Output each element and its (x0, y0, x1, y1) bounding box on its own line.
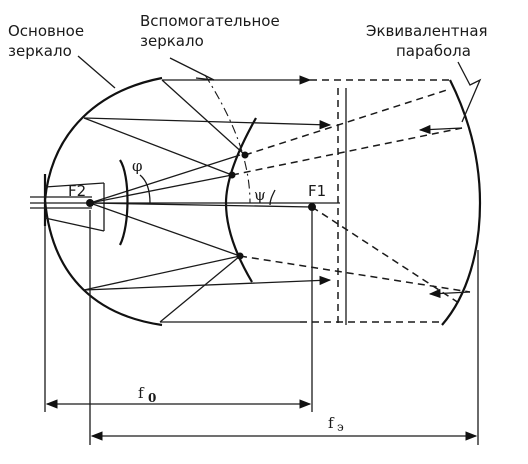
label-focus-f2: F2 (68, 182, 86, 200)
ray-ext-mid (231, 127, 463, 176)
aux-point-lower (236, 252, 244, 260)
aux-point-mid (228, 171, 236, 179)
label-f0-sub: 0 (148, 391, 156, 405)
label-equiv-parabola-1: Эквивалентная (366, 22, 488, 40)
parabola-arrow-bottom (428, 288, 471, 299)
label-angle-psi: ψ (254, 186, 266, 204)
leader-main-mirror (77, 55, 116, 89)
angle-phi-outer-arc (119, 159, 129, 246)
ray-aux-to-main-top (161, 79, 246, 156)
feed-horn-upper-edge (44, 182, 105, 188)
leader-aux-mirror (169, 57, 215, 81)
label-focus-f1: F1 (308, 182, 326, 200)
ray-aux-to-main-mid (83, 117, 233, 176)
ray-f2-upper-b (89, 174, 233, 204)
ray-out-2 (83, 117, 332, 130)
label-main-mirror-1: Основное (8, 22, 84, 40)
angle-psi-arc (269, 189, 276, 206)
ray-out-3 (83, 275, 332, 291)
label-aux-mirror-2: зеркало (140, 32, 204, 50)
label-angle-phi: φ (132, 157, 143, 175)
label-aux-mirror-1: Вспомогательное (140, 12, 280, 30)
feed-horn-lower-edge (44, 217, 105, 232)
angle-phi-arc (139, 174, 151, 204)
label-fe-sub: э (337, 420, 344, 434)
focus-f1-dot (308, 203, 316, 211)
parabola-arrow-top (418, 124, 463, 135)
ray-f2-lower (89, 202, 241, 257)
label-fe-letter: f (328, 414, 335, 432)
equivalent-parabola-curve (441, 79, 482, 326)
ray-ext-low (239, 255, 471, 293)
ray-f2-upper (89, 154, 241, 204)
label-f0-letter: f (138, 384, 145, 402)
ray-aux-to-main-low2 (83, 255, 241, 291)
focus-f2-dot (86, 199, 94, 207)
leader-parabola (457, 61, 482, 123)
aux-mirror-dashed-arc (204, 74, 251, 204)
ray-ext-low2 (311, 206, 463, 306)
label-main-mirror-2: зеркало (8, 42, 72, 60)
ray-ext-top (244, 88, 451, 156)
aux-point-upper (241, 151, 249, 159)
ray-aux-to-main-low (159, 255, 241, 323)
label-equiv-parabola-2: парабола (396, 42, 471, 60)
